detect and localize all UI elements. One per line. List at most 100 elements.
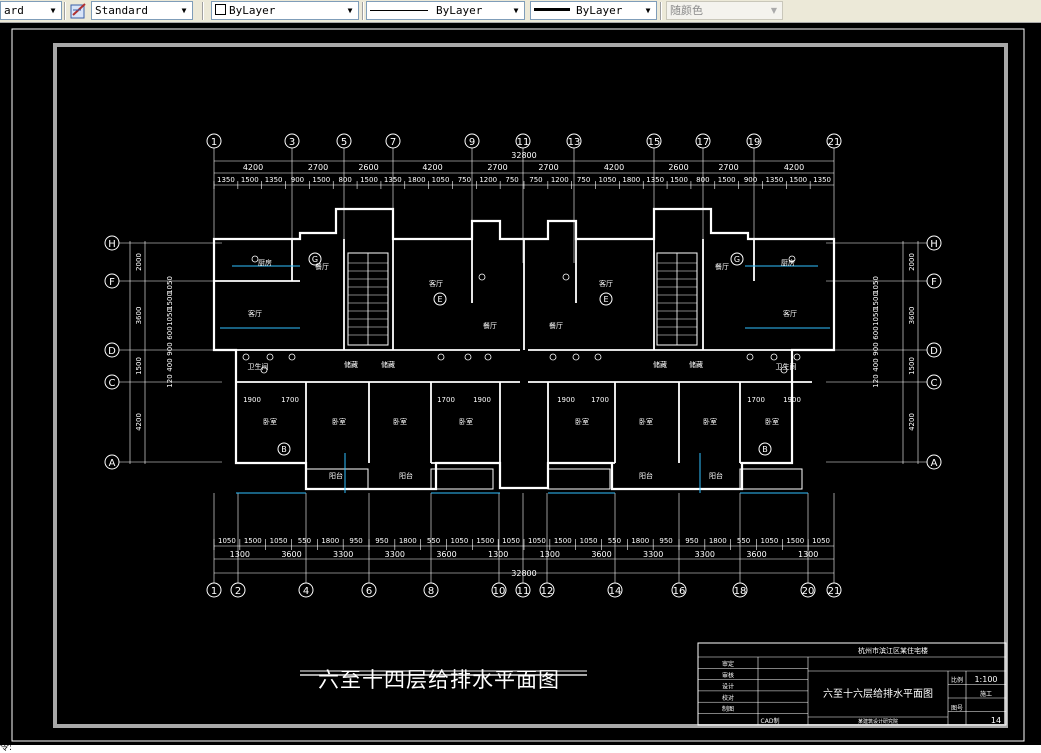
- balcony: [305, 468, 369, 490]
- dim-top-sub: 800: [696, 176, 709, 184]
- chevron-down-icon[interactable]: ▼: [342, 2, 358, 19]
- tb-row-label: 制图: [722, 705, 734, 713]
- section-mark-label: E: [437, 295, 442, 304]
- grid-bubble-right: [926, 374, 942, 390]
- dim-right-sub: 400: [872, 358, 880, 371]
- room-dim: 1700: [591, 396, 609, 404]
- tb-sheet-label: 图号: [951, 705, 963, 712]
- dim-top-sub: 750: [505, 176, 518, 184]
- grid-bubble-top: [385, 133, 401, 149]
- grid-bubble-top-label: 3: [289, 137, 295, 148]
- command-prompt: 令:: [0, 743, 13, 753]
- room-label: 储藏: [653, 360, 667, 369]
- dim-right-sub: 1500: [872, 292, 880, 310]
- color-value: ByLayer: [229, 4, 276, 17]
- dim-right-sub: 120: [872, 374, 880, 387]
- grid-bubble-top-label: 5: [341, 137, 347, 148]
- dim-bottom: 1300: [230, 550, 250, 559]
- dim-left-sub: 600: [166, 326, 174, 339]
- chevron-down-icon[interactable]: ▼: [176, 2, 192, 19]
- dim-bottom-sub: 1050: [502, 537, 520, 545]
- grid-bubble-bottom-label: 10: [493, 586, 506, 597]
- dim-top: 4200: [243, 163, 263, 172]
- color-dropdown[interactable]: ByLayer ▼: [211, 1, 359, 20]
- grid-bubble-bottom-label: 14: [609, 586, 622, 597]
- command-line[interactable]: 令:: [0, 743, 1041, 753]
- grid-bubble-top-label: 17: [697, 137, 710, 148]
- grid-bubble-bottom-label: 11: [517, 586, 530, 597]
- grid-bubble-bottom: [732, 582, 748, 598]
- room-label: 阳台: [639, 471, 653, 480]
- fixture: [478, 273, 486, 281]
- section-mark-label: G: [312, 255, 318, 264]
- linetype-dropdown[interactable]: ByLayer ▼: [366, 1, 525, 20]
- lineweight-value: ByLayer: [576, 4, 623, 17]
- fixture: [242, 353, 250, 361]
- chevron-down-icon[interactable]: ▼: [640, 2, 656, 19]
- dim-right-sub: 900: [872, 342, 880, 355]
- dim-bottom: 1300: [540, 550, 560, 559]
- dim-left: 2000: [135, 253, 143, 271]
- dim-top-sub: 1350: [265, 176, 283, 184]
- room-dim: 1700: [281, 396, 299, 404]
- tb-row-label: 审定: [722, 660, 734, 668]
- room-label: 卫生间: [776, 362, 797, 371]
- grid-bubble-top: [646, 133, 662, 149]
- dim-bottom-sub: 1050: [761, 537, 779, 545]
- dim-total-bottom: 32800: [511, 569, 536, 578]
- dim-top-sub: 1350: [384, 176, 402, 184]
- tb-sheet-no: 14: [991, 716, 1001, 725]
- dimension-style-icon[interactable]: [70, 2, 88, 20]
- dim-top: 2700: [487, 163, 507, 172]
- lineweight-dropdown[interactable]: ByLayer ▼: [530, 1, 657, 20]
- room-label: 卧室: [459, 417, 473, 426]
- fixture: [549, 353, 557, 361]
- chevron-down-icon[interactable]: ▼: [508, 2, 524, 19]
- dim-top-sub: 1050: [432, 176, 450, 184]
- room-label: 储藏: [381, 360, 395, 369]
- dim-top: 2700: [718, 163, 738, 172]
- dim-top-sub: 1800: [622, 176, 640, 184]
- dim-total-top: 32800: [511, 151, 536, 160]
- room-label: 卧室: [393, 417, 407, 426]
- grid-bubble-left-label: H: [108, 239, 116, 250]
- dim-top-sub: 1500: [241, 176, 259, 184]
- room-label: 客厅: [248, 309, 262, 318]
- grid-bubble-bottom-label: 20: [802, 586, 815, 597]
- grid-bubble-bottom: [206, 582, 222, 598]
- chevron-down-icon[interactable]: ▼: [45, 2, 61, 19]
- room-label: 卧室: [703, 417, 717, 426]
- dim-bottom-sub: 950: [349, 537, 362, 545]
- grid-bubble-left-label: F: [109, 277, 115, 288]
- dim-left: 3600: [135, 307, 143, 325]
- grid-bubble-bottom-label: 2: [235, 586, 241, 597]
- dim-top-sub: 1500: [360, 176, 378, 184]
- tb-drawing-name: 六至十六层给排水平面图: [823, 687, 933, 700]
- grid-bubble-bottom: [230, 582, 246, 598]
- building-outline: [212, 207, 836, 491]
- dimension-style-dropdown[interactable]: Standard ▼: [91, 1, 193, 20]
- grid-bubble-right-label: D: [930, 346, 938, 357]
- tb-cad-label: CAD制: [761, 717, 780, 725]
- section-mark: [433, 292, 447, 306]
- room-label: 餐厅: [549, 321, 563, 330]
- dim-left-sub: 120: [166, 374, 174, 387]
- dim-left-sub: 1050: [166, 276, 174, 294]
- section-mark-label: E: [603, 295, 608, 304]
- dim-top: 4200: [422, 163, 442, 172]
- grid-bubble-bottom-label: 21: [828, 586, 841, 597]
- dim-bottom-sub: 1800: [399, 537, 417, 545]
- room-label: 卧室: [765, 417, 779, 426]
- grid-bubble-bottom: [298, 582, 314, 598]
- text-style-dropdown[interactable]: ard ▼: [0, 1, 62, 20]
- chevron-down-icon: ▼: [766, 2, 782, 19]
- dim-bottom-sub: 1050: [270, 537, 288, 545]
- grid-bubble-top: [695, 133, 711, 149]
- room-dim: 1700: [437, 396, 455, 404]
- section-mark: [308, 252, 322, 266]
- dim-top-sub: 750: [577, 176, 590, 184]
- grid-bubble-bottom-label: 8: [428, 586, 434, 597]
